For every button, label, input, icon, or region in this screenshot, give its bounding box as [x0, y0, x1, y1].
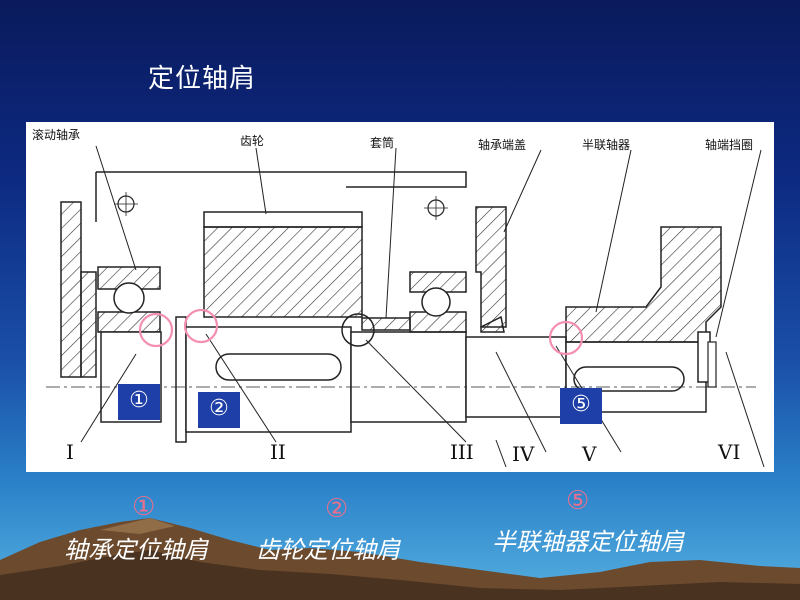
label-gear: 齿轮 [240, 134, 265, 148]
label-shaft-end-plate: 轴端挡圈 [705, 138, 754, 152]
section-label-6: VI [718, 440, 741, 464]
right-rolling-bearing [409, 271, 467, 333]
highlight-circle-1 [138, 312, 174, 348]
marker-box-5: ⑤ [560, 388, 602, 424]
right-bearing-cap [475, 206, 507, 328]
caption-number-5: ⑤ [566, 486, 590, 516]
left-rolling-bearing [97, 266, 161, 333]
caption-text-2: 齿轮定位轴肩 [256, 536, 400, 564]
caption-number-2: ② [325, 494, 349, 524]
caption-text-1: 轴承定位轴肩 [64, 536, 208, 564]
caption-number-1: ① [132, 492, 156, 522]
section-label-2: II [270, 440, 286, 464]
marker-box-1: ① [118, 384, 160, 420]
caption-text-5: 半联轴器定位轴肩 [492, 528, 684, 556]
mountain-background [0, 518, 800, 600]
section-label-1: I [66, 440, 74, 464]
left-bearing-cap [60, 201, 82, 378]
marker-box-2: ② [198, 392, 240, 428]
section-label-4: IV [512, 442, 535, 466]
section-label-3: III [450, 440, 474, 464]
label-sleeve: 套筒 [370, 136, 395, 150]
shaft-assembly-diagram: 滚动轴承 齿轮 套筒 轴承端盖 半联轴器 轴端挡圈 I II III IV V … [26, 122, 774, 472]
highlight-circle-2 [183, 308, 219, 344]
shaft-drawing [46, 145, 765, 468]
section-label-5: V [582, 442, 597, 466]
label-coupling: 半联轴器 [582, 138, 631, 152]
shaft [46, 316, 756, 443]
label-bearing-cap: 轴承端盖 [478, 138, 527, 152]
slide-title: 定位轴肩 [148, 64, 257, 94]
highlight-circle-5 [548, 320, 584, 356]
label-rolling-bearing: 滚动轴承 [32, 128, 81, 142]
sleeve [361, 317, 411, 331]
gear [203, 211, 363, 318]
half-coupling [565, 226, 722, 343]
detail-circle-3 [341, 313, 375, 347]
